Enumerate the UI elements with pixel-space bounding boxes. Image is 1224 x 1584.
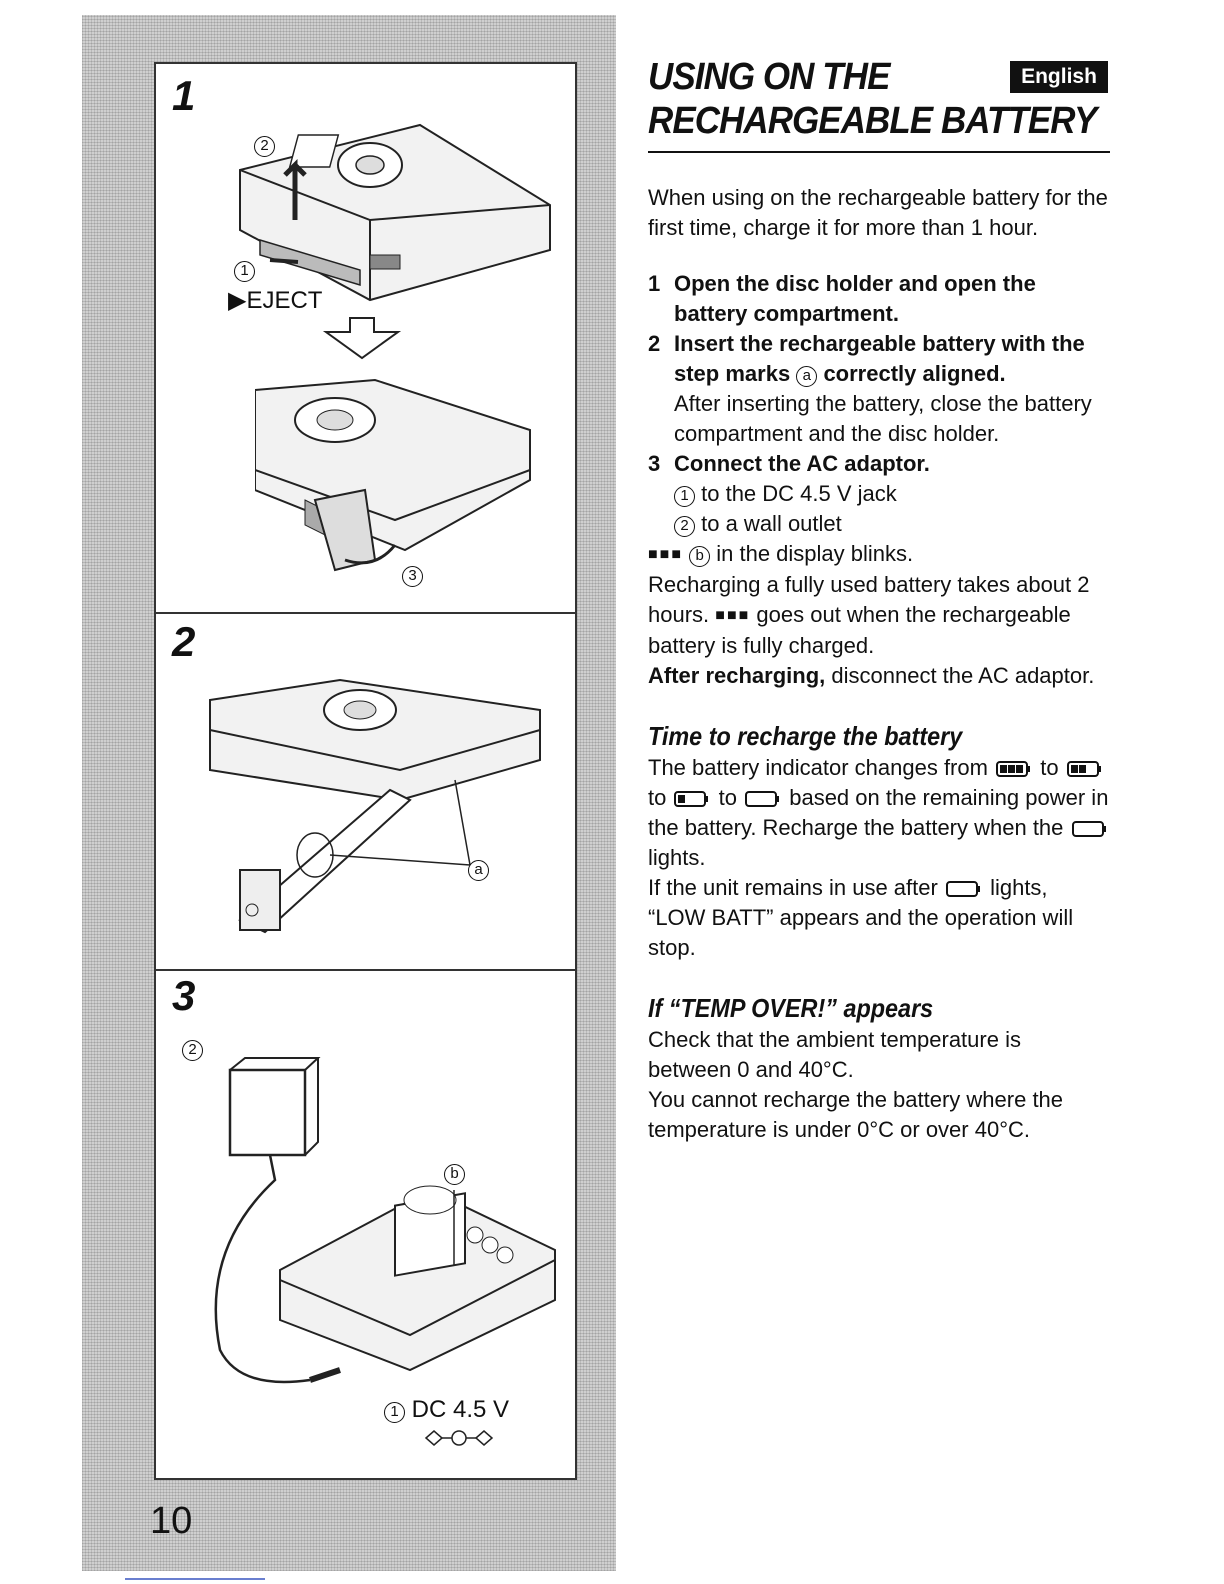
temp-paragraph-1: Check that the ambient temperature is be… — [648, 1027, 1021, 1082]
step-item: 3 Connect the AC adaptor. 1 to the DC 4.… — [648, 449, 1110, 539]
blink-note: ■■■ b in the display blinks. — [648, 541, 914, 567]
step-sub-item: 2 to a wall outlet — [674, 509, 1110, 539]
text-column: English USING ON THE RECHARGEABLE BATTER… — [648, 55, 1110, 1145]
battery-full-icon — [996, 761, 1031, 777]
page-title-line-1: USING ON THE — [648, 56, 890, 98]
title-rule — [648, 151, 1110, 153]
step-sub-item: 1 to the DC 4.5 V jack — [674, 479, 1110, 509]
ac-adaptor-illustration — [214, 1057, 556, 1384]
circled-mark-1: 1 — [234, 255, 255, 283]
eject-label: ▶EJECT — [228, 287, 323, 314]
after-recharging-note: After recharging, disconnect the AC adap… — [648, 663, 1095, 688]
language-badge: English — [1010, 61, 1108, 93]
step-detail: After inserting the battery, close the b… — [674, 391, 1092, 446]
battery-indicator-paragraph: The battery indicator changes from to to… — [648, 755, 1109, 870]
battery-empty-icon — [1071, 821, 1106, 837]
temp-paragraph-2: You cannot recharge the battery where th… — [648, 1087, 1064, 1142]
down-arrow-icon — [322, 317, 402, 360]
time-to-recharge-section: Time to recharge the battery The battery… — [648, 719, 1110, 963]
low-batt-paragraph: If the unit remains in use after lights,… — [648, 875, 1074, 960]
battery-empty-icon — [945, 881, 980, 897]
panel-divider — [156, 969, 575, 971]
intro-paragraph: When using on the rechargeable battery f… — [648, 185, 1108, 240]
battery-two-thirds-icon — [1066, 761, 1101, 777]
circled-mark-a: a — [468, 854, 489, 882]
panel-divider — [156, 612, 575, 614]
panel-step-1-number: 1 — [172, 72, 196, 119]
device-open-illustration — [239, 123, 551, 302]
dc-jack-label: 1 DC 4.5 V — [384, 1396, 509, 1424]
circled-mark-2: 2 — [254, 130, 275, 158]
section-heading: Time to recharge the battery — [648, 721, 963, 751]
insert-battery-illustration — [209, 678, 541, 934]
circled-mark-2: 2 — [182, 1034, 203, 1062]
panel-step-3-number: 3 — [172, 972, 196, 1019]
page-title-line-2: RECHARGEABLE BATTERY — [648, 100, 1097, 142]
page-number: 10 — [150, 1500, 193, 1542]
polarity-icon — [424, 1430, 494, 1446]
temp-over-section: If “TEMP OVER!” appears Check that the a… — [648, 991, 1110, 1145]
battery-empty-icon — [745, 791, 780, 807]
panel-step-2-number: 2 — [172, 618, 196, 665]
circled-mark-3: 3 — [402, 560, 423, 588]
steps-list: 1 Open the disc holder and open the batt… — [648, 269, 1110, 539]
bottom-rule — [125, 1578, 265, 1580]
circled-mark-a: a — [796, 366, 818, 387]
circled-mark-b: b — [444, 1158, 465, 1186]
battery-one-third-icon — [674, 791, 709, 807]
recharge-time-note: Recharging a fully used battery takes ab… — [648, 572, 1090, 658]
battery-compartment-illustration — [255, 378, 531, 572]
step-item: 1 Open the disc holder and open the batt… — [648, 271, 1036, 326]
step-item: 2 Insert the rechargeable battery with t… — [648, 329, 1110, 449]
section-heading: If “TEMP OVER!” appears — [648, 993, 934, 1023]
